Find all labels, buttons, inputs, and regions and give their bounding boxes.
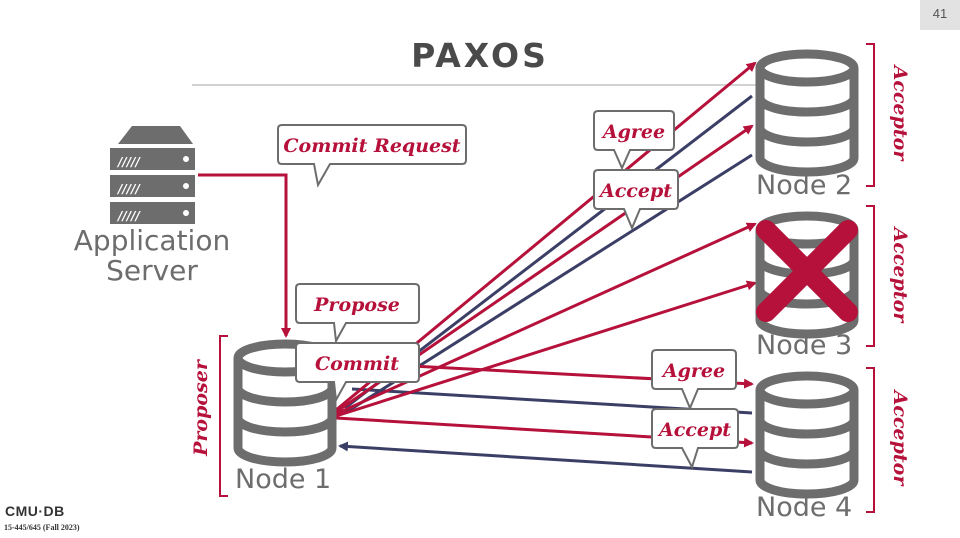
server-bar-2: ///// [116,182,142,196]
node2-database-icon [755,49,859,177]
commit-label: Commit [315,353,399,375]
acceptor-bracket-node4 [866,367,875,513]
propose-bubble: Propose [295,283,420,345]
node4-database-icon [755,371,859,499]
node3-label: Node 3 [756,330,853,361]
agree-bubble-node2: Agree [593,110,675,171]
page-number: 41 [932,6,948,21]
acceptor-label-node2: Acceptor [889,65,911,161]
server-bar-1: ///// [116,155,142,169]
acceptor-bracket-node3 [866,205,875,347]
accept-bubble-node4: Accept [651,408,739,470]
accept-label-node4: Accept [657,419,731,441]
application-server-label: Application Server [62,226,242,286]
slide-title: PAXOS [411,36,549,75]
node2-label: Node 2 [756,170,853,201]
propose-label: Propose [313,294,400,316]
accept-label-node2: Accept [598,180,672,202]
acceptor-bracket-node2 [866,43,875,187]
node3-failed-x-icon [756,220,858,322]
application-server-icon: ///// ///// ///// [110,126,195,224]
commit-bubble: Commit [295,342,420,404]
title-divider [192,84,758,86]
agree-bubble-node4: Agree [651,349,737,411]
proposer-label: Proposer [190,360,212,456]
page-number-box [920,0,960,30]
course-label: 15-445/645 (Fall 2023) [4,523,80,532]
proposer-bracket [219,335,228,497]
agree-label-node4: Agree [661,360,725,382]
agree-label-node2: Agree [601,121,665,143]
accept-bubble-node2: Accept [593,169,679,231]
cmu-db-logo: CMU·DB [5,503,65,519]
node1-label: Node 1 [235,464,332,495]
acceptor-label-node4: Acceptor [889,390,911,486]
commit-request-label: Commit Request [283,135,460,157]
node4-label: Node 4 [756,492,853,523]
server-bar-3: ///// [116,209,142,223]
application-server-label-line1: Application [73,224,231,257]
application-server-label-line2: Server [106,254,198,287]
acceptor-label-node3: Acceptor [889,227,911,323]
commit-request-arrow [198,173,291,338]
commit-request-bubble: Commit Request [277,124,467,188]
